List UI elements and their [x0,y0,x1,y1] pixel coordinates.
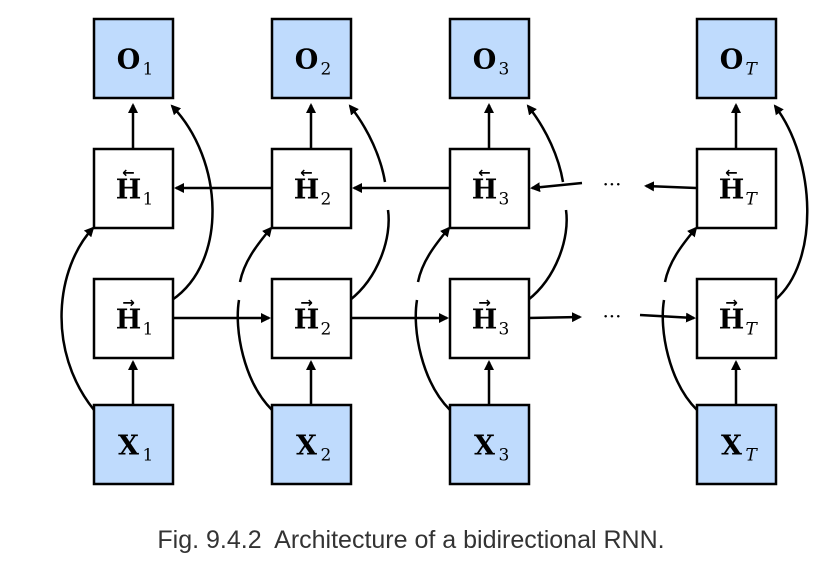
node-label: H [116,175,142,206]
ellipsis-forward: ··· [602,304,621,328]
node-subscript: 1 [143,60,154,80]
node-subscript: 2 [321,320,332,340]
node-label: X [296,431,317,462]
edge-hf1-to-o1 [170,104,214,302]
edge-hf3-to-o3 [528,106,568,301]
node-label: O [117,45,141,76]
node-box [448,403,531,486]
figure-caption: Fig. 9.4.2 Architecture of a bidirection… [157,526,665,554]
node-subscript: T [746,446,759,466]
node-box [695,403,778,486]
node-label: H [294,305,320,336]
node-box [92,147,175,230]
node-label: H [472,305,498,336]
node-label: X [118,431,139,462]
node-label: O [473,45,497,76]
node-subscript: 3 [499,446,510,466]
node-box [92,17,175,100]
node-box [92,277,175,360]
left-arrow-accent-icon: ← [122,164,135,182]
node-subscript: 1 [143,446,154,466]
edge-hf3-to-dots [527,312,582,323]
node-label: O [720,45,744,76]
node-label: X [721,431,742,462]
edge-x3-to-hb3 [414,228,450,411]
edge-hbt-to-dots [644,181,697,192]
node-subscript: 3 [499,190,510,210]
node-label: H [116,305,142,336]
edge-xt-to-hbt [661,228,697,411]
node-box [270,277,353,360]
node-subscript: 2 [321,60,332,80]
node-label: H [472,175,498,206]
node-label: X [474,431,495,462]
left-arrow-accent-icon: ← [725,164,738,182]
node-box [270,17,353,100]
node-box [270,147,353,230]
node-subscript: T [746,190,759,210]
node-label: H [719,175,745,206]
edge-x1-to-hb1 [60,226,95,411]
left-arrow-accent-icon: ← [478,164,491,182]
node-subscript: 1 [143,320,154,340]
left-arrow-accent-icon: ← [300,164,313,182]
edge-dots-to-hft [639,312,696,323]
node-subscript: T [746,320,759,340]
node-box [92,403,175,486]
node-subscript: 3 [499,320,510,340]
node-box [448,147,531,230]
node-box [695,147,778,230]
node-subscript: 3 [499,60,510,80]
edge-hf2-to-o2 [350,106,390,301]
node-box [448,17,531,100]
right-arrow-accent-icon: → [300,294,313,312]
node-label: H [294,175,320,206]
edge-dots-to-hb3 [530,181,583,193]
node-box [695,277,778,360]
right-arrow-accent-icon: → [725,294,738,312]
node-box [695,17,778,100]
node-box [448,277,531,360]
node-label: O [295,45,319,76]
diagram-connections [60,104,809,411]
edge-hft-to-ot [773,104,809,301]
node-box [270,403,353,486]
right-arrow-accent-icon: → [478,294,491,312]
node-subscript: 1 [143,190,154,210]
node-subscript: T [746,60,759,80]
edge-x2-to-hb2 [236,228,272,411]
node-label: H [719,305,745,336]
node-subscript: 2 [321,446,332,466]
ellipsis-backward: ··· [602,172,621,196]
node-subscript: 2 [321,190,332,210]
right-arrow-accent-icon: → [122,294,135,312]
